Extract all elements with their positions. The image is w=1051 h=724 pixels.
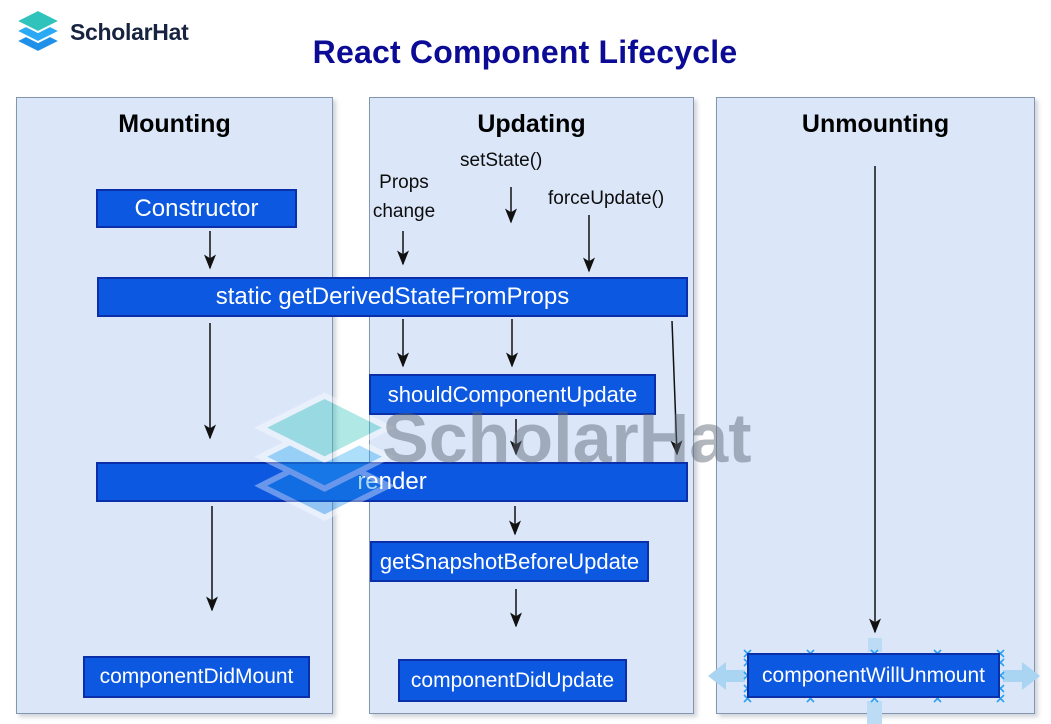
- panel-unmounting-title: Unmounting: [801, 110, 950, 138]
- panel-mounting-title: Mounting: [118, 110, 231, 138]
- page-title: React Component Lifecycle: [312, 34, 738, 70]
- scholarhat-logo: ScholarHat: [14, 8, 189, 56]
- label-props-change: Props change: [372, 172, 436, 222]
- scholarhat-logo-icon: [14, 8, 62, 54]
- panel-updating-title: Updating: [477, 110, 586, 138]
- label-setstate: setState(): [460, 150, 543, 171]
- shape-componentdidupdate[interactable]: componentDidUpdate: [398, 659, 627, 702]
- shape-getsnapshotbeforeupdate[interactable]: getSnapshotBeforeUpdate: [370, 541, 649, 582]
- shape-shouldcomponentupdate[interactable]: shouldComponentUpdate: [369, 374, 656, 415]
- label-forceupdate: forceUpdate(): [548, 188, 665, 209]
- shape-constructor[interactable]: Constructor: [96, 189, 297, 228]
- panel-unmounting[interactable]: Unmounting: [716, 97, 1035, 714]
- shape-render[interactable]: render: [96, 462, 688, 502]
- shape-getderivedstatefromprops[interactable]: static getDerivedStateFromProps: [97, 277, 688, 317]
- logo-text: ScholarHat: [70, 18, 189, 45]
- shape-componentwillunmount-selected[interactable]: componentWillUnmount: [747, 653, 1000, 698]
- shape-componentdidmount[interactable]: componentDidMount: [83, 656, 310, 698]
